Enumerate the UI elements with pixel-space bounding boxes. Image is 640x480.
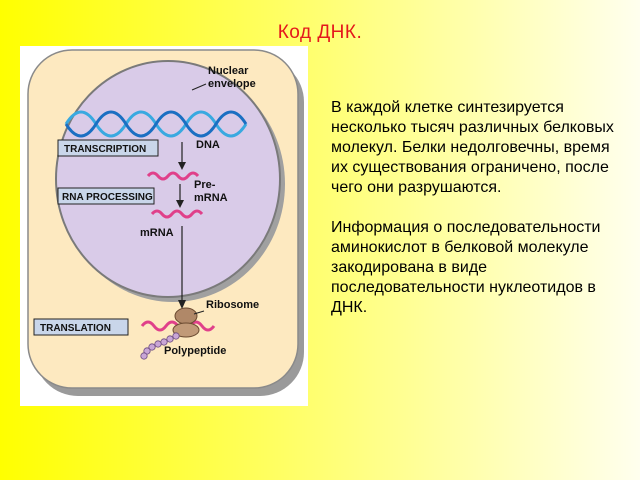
step-label-transcription: TRANSCRIPTION — [64, 144, 146, 155]
label-polypeptide: Polypeptide — [164, 345, 226, 357]
label-ribosome: Ribosome — [206, 299, 259, 311]
label-dna: DNA — [196, 139, 220, 151]
step-box-transcription — [57, 139, 159, 157]
dna-strand-b — [64, 110, 248, 138]
label-mrna: mRNA — [140, 227, 174, 239]
leader-nuclear-envelope — [191, 83, 207, 91]
label-envelope: envelope — [208, 78, 256, 90]
arrowhead-transcription — [178, 162, 186, 170]
gene-expression-diagram: Nuclear envelope DNA Pre- mRNA mRNA Ribo… — [20, 46, 308, 406]
pre-mrna-strand — [146, 171, 200, 181]
description-text: В каждой клетке синтезируется несколько … — [331, 98, 621, 338]
label-pre-mrna: mRNA — [194, 192, 228, 204]
paragraph-dna-code: Информация о последовательности аминокис… — [331, 219, 601, 316]
slide-title: Код ДНК. — [277, 22, 363, 43]
diagram-canvas: Nuclear envelope DNA Pre- mRNA mRNA Ribo… — [27, 49, 304, 396]
arrowhead-export — [178, 300, 186, 309]
label-pre: Pre- — [194, 179, 216, 191]
ribosome-small-subunit — [172, 322, 200, 338]
step-label-translation: TRANSLATION — [40, 323, 111, 334]
ribosome-large-subunit — [174, 307, 198, 325]
paragraph-protein-synthesis: В каждой клетке синтезируется несколько … — [331, 99, 614, 196]
label-nuclear: Nuclear — [208, 65, 249, 77]
arrowhead-processing — [176, 200, 184, 208]
step-label-rna-processing: RNA PROCESSING — [62, 192, 153, 203]
mrna-strand — [150, 209, 204, 219]
leader-ribosome — [193, 310, 205, 315]
nucleus — [55, 60, 281, 298]
step-box-rna-processing — [57, 187, 155, 205]
step-box-translation — [33, 318, 129, 336]
polypeptide-chain — [140, 332, 180, 360]
